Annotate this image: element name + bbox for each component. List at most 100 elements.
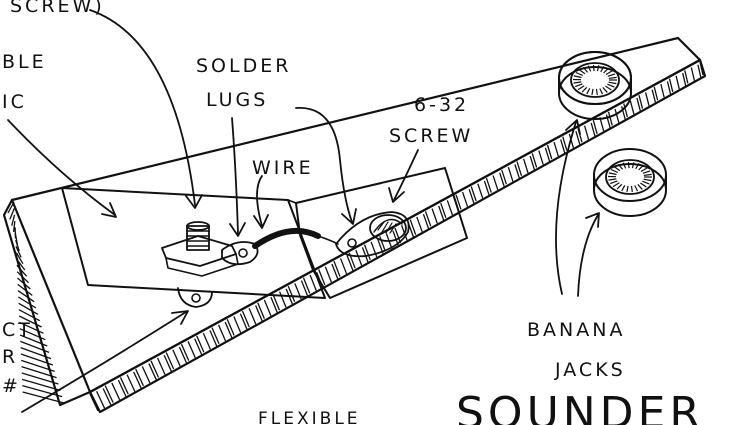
wood-grain-line [133,371,142,389]
wood-grain-line [516,161,523,176]
wood-grain-line [126,374,136,392]
jack-knurl-line [605,70,613,75]
wood-grain-line [233,316,242,333]
label-flexible-line1: BLE [2,51,47,73]
wood-grain-line [302,277,311,294]
wood-grain-line [636,97,642,112]
wood-grain-line [119,377,129,395]
wood-grain-left-line [12,220,16,233]
arrow-screw-to-post [89,9,203,209]
wood-grain-line [361,247,369,263]
wood-grain-line [682,72,687,87]
wood-grain-left-line [15,239,20,252]
wood-grain-line [117,379,127,398]
wood-grain-line [461,191,469,207]
wood-grain-line [583,125,590,140]
wood-grain-line [187,341,196,359]
wood-grain-line [209,330,218,347]
jack-knurl-line [573,81,582,84]
wood-grain-left-line [20,340,50,353]
solder-lug-right [335,211,410,258]
wood-grain-line [363,244,371,261]
wood-grain-line [141,366,151,384]
wood-grain-line [440,202,447,219]
wood-grain-line [651,89,657,104]
label-banana-line1: BANANA [527,319,625,341]
jack-knurl-line [596,65,600,72]
wood-grain-line [217,324,227,342]
wood-grain-line [318,269,326,286]
jack-knurl-line [602,87,608,93]
label-contact-line2: R [2,346,18,368]
wood-grain-line [629,100,635,115]
wood-grain-line [333,260,341,277]
jack-knurl-line [608,76,617,80]
wood-grain-line [272,294,281,311]
jack-knurl-line [608,172,617,176]
wood-grain-line [424,211,432,227]
screw-632 [369,214,407,242]
wood-grain-line [178,346,188,364]
wood-grain-left-line [9,208,15,220]
jack-knurl-line [635,162,640,170]
jack-knurl-line [595,88,598,96]
wood-grain-line [394,227,402,244]
wood-grain-line [501,169,507,185]
wood-grain-line [492,175,499,191]
wood-grain-line [507,166,514,182]
wood-grain-line [455,194,462,210]
wood-grain-line [150,360,160,378]
label-flexible-line2: IC [2,91,27,113]
arrow-contact [21,310,189,413]
wood-grain-left-line [15,252,24,265]
wire [252,227,339,249]
wood-grain-left-line [19,334,48,347]
wood-grain-line [270,296,279,314]
jack-knurl-line [587,65,592,72]
wood-grain-left-line [21,378,61,391]
jack-knurl-line [599,88,604,95]
wood-grain-line [575,130,581,146]
label-solder-line2: LUGS [206,89,268,111]
wood-grain-left-line [18,302,39,315]
solder-lug-left [221,241,259,266]
wood-grain-line [224,321,233,339]
wood-grain-line [346,255,354,272]
wood-grain-line [255,305,263,322]
jack-knurl-line [577,85,585,91]
wood-grain-left-line [20,353,54,366]
wood-grain-line [300,280,309,297]
jack-knurl-line [617,163,624,170]
wood-grain-left-line [15,246,22,258]
wood-grain-left-line [19,328,46,341]
wood-grain-left [7,201,65,404]
wood-grain-line [180,343,190,361]
jack-knurl-line [621,185,626,192]
jack-knurl-line [610,168,619,174]
wood-grain-line [538,150,544,165]
jack-knurl-line [626,185,629,192]
wood-grain-left-line [20,347,52,360]
banana-jack-bottom [593,148,667,217]
wood-grain-line [355,249,363,266]
wood-grain-left-line [17,290,35,303]
wood-grain-line [621,106,626,120]
wood-grain-line [135,368,144,387]
wood-grain-line [287,285,296,303]
wood-grain-line [339,258,348,275]
banana-jack-top [558,51,632,120]
arrow-lugs-right [295,107,357,225]
wood-grain-line [614,108,620,123]
wood-grain-line [468,189,475,205]
wood-grain-line [690,67,696,81]
jack-knurl-line [642,180,650,185]
jack-knurl-line [581,86,588,93]
wood-grain-line [684,70,689,84]
wood-grain-line [416,216,423,233]
jack-knurl-line [578,69,586,75]
wood-grain-line [211,327,220,345]
jack-knurl-line [622,162,627,169]
wood-grain-line [638,95,644,109]
wood-grain-line [324,266,333,283]
wood-grain-line [172,349,181,367]
